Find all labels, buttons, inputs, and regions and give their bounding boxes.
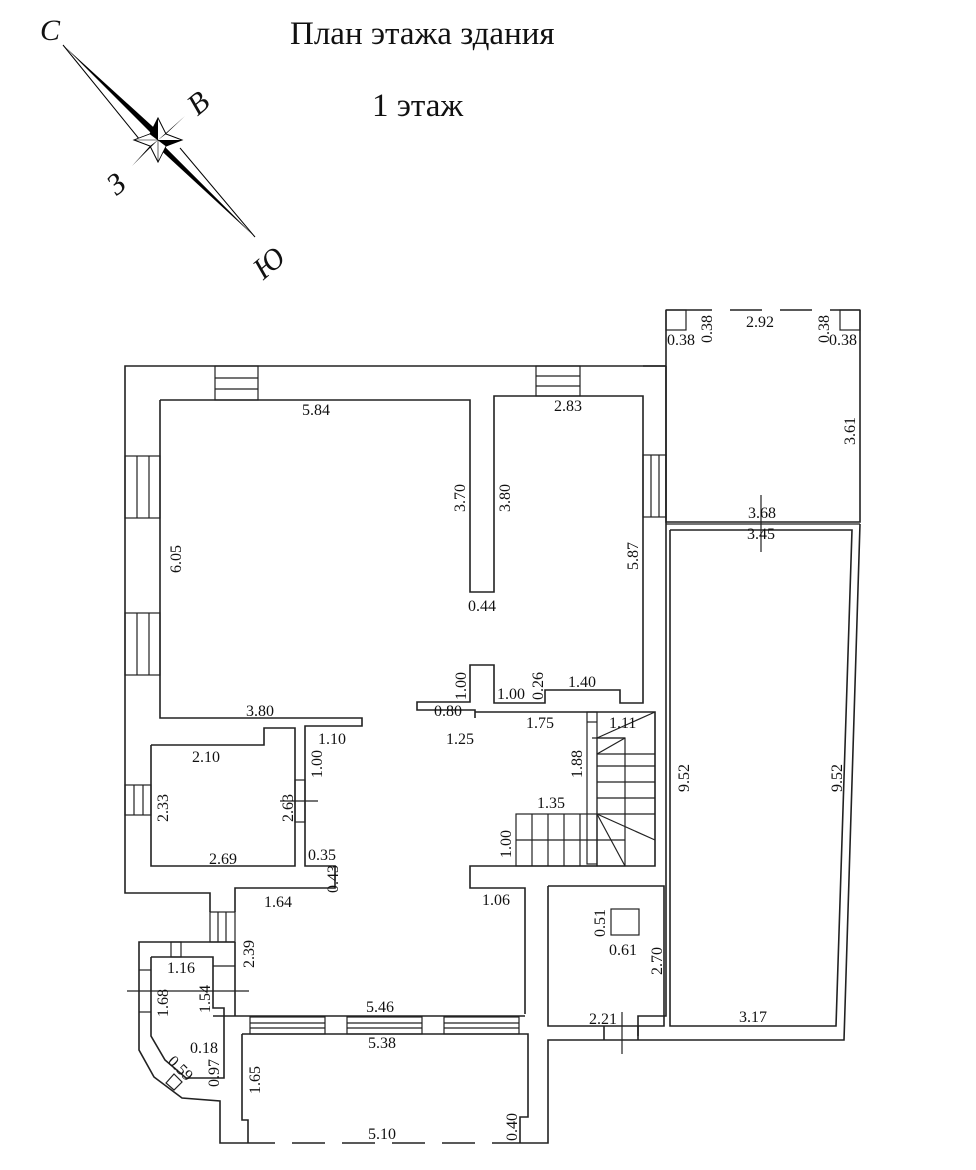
dim-label: 1.00: [498, 830, 515, 858]
dim-label: 0.61: [609, 942, 637, 959]
dim-label: 0.38: [699, 315, 716, 343]
dim-label: 3.68: [748, 505, 776, 522]
outer-walls: [124, 365, 861, 1144]
window: [642, 454, 667, 518]
dim-label: 0.44: [468, 598, 496, 615]
dim-label: 2.33: [155, 794, 172, 822]
windows: [124, 365, 667, 943]
window: [124, 784, 152, 816]
dim-label: 0.40: [504, 1113, 521, 1141]
dim-label: 0.26: [530, 672, 547, 700]
window: [214, 365, 259, 401]
dim-label: 5.46: [366, 999, 394, 1016]
bay-room: [127, 941, 249, 1144]
dim-label: 1.35: [537, 795, 565, 812]
dim-label: 0.38: [816, 315, 833, 343]
dim-label: 0.80: [434, 703, 462, 720]
plan-title: План этажа здания: [290, 16, 555, 52]
dim-label: 3.80: [246, 703, 274, 720]
window: [124, 612, 161, 676]
compass-west-label: З: [100, 167, 133, 202]
window: [209, 911, 236, 943]
dim-label: 1.88: [569, 750, 586, 778]
dim-label: 3.70: [452, 484, 469, 512]
dim-label: 1.16: [167, 960, 195, 977]
dim-label: 0.43: [325, 865, 342, 893]
dim-label: 1.00: [309, 750, 326, 778]
dim-label: 2.69: [209, 851, 237, 868]
dim-label: 0.38: [667, 332, 695, 349]
small-room: [150, 727, 318, 867]
dim-label: 3.17: [739, 1009, 767, 1026]
dim-label: 6.05: [168, 545, 185, 573]
dim-label: 2.63: [280, 794, 297, 822]
dim-label: 2.83: [554, 398, 582, 415]
window: [124, 455, 161, 519]
compass-rose-icon: С В З Ю: [40, 14, 292, 286]
compass-south-label: Ю: [246, 240, 292, 286]
dim-label: 1.00: [497, 686, 525, 703]
dim-label: 5.87: [625, 542, 642, 570]
dim-label: 9.52: [829, 764, 846, 792]
dimension-labels: 0.38 0.38 2.92 0.38 0.38 3.61 3.68 3.45 …: [155, 314, 859, 1143]
dim-label: 5.84: [302, 402, 330, 419]
dim-label: 1.06: [482, 892, 510, 909]
dim-label: 0.51: [592, 909, 609, 937]
dim-label: 5.10: [368, 1126, 396, 1143]
dim-label: 2.92: [746, 314, 774, 331]
dim-label: 1.54: [197, 985, 214, 1013]
dim-label: 1.25: [446, 731, 474, 748]
dim-label: 9.52: [676, 764, 693, 792]
dim-label: 1.40: [568, 674, 596, 691]
dim-label: 1.65: [247, 1066, 264, 1094]
dim-label: 1.75: [526, 715, 554, 732]
staircase: [515, 711, 656, 867]
dim-label: 2.70: [649, 947, 666, 975]
terrace: [241, 1015, 529, 1144]
dim-label: 3.45: [747, 526, 775, 543]
dim-label: 0.97: [206, 1059, 223, 1087]
dim-label: 2.39: [241, 940, 258, 968]
dim-label: 0.18: [190, 1040, 218, 1057]
floor-label: 1 этаж: [372, 88, 464, 124]
compass-east-label: В: [181, 85, 216, 122]
dim-label: 3.80: [497, 484, 514, 512]
dim-label: 1.00: [453, 672, 470, 700]
dim-label: 5.38: [368, 1035, 396, 1052]
dim-label: 1.64: [264, 894, 292, 911]
dim-label: 1.10: [318, 731, 346, 748]
dim-label: 1.68: [155, 989, 172, 1017]
window: [535, 365, 581, 397]
dim-label: 0.38: [829, 332, 857, 349]
dim-label: 0.35: [308, 847, 336, 864]
dim-label: 1.11: [609, 715, 636, 732]
dim-label: 2.21: [589, 1011, 617, 1028]
compass-north-label: С: [40, 14, 61, 47]
dim-label: 2.10: [192, 749, 220, 766]
dim-label: 3.61: [842, 417, 859, 445]
